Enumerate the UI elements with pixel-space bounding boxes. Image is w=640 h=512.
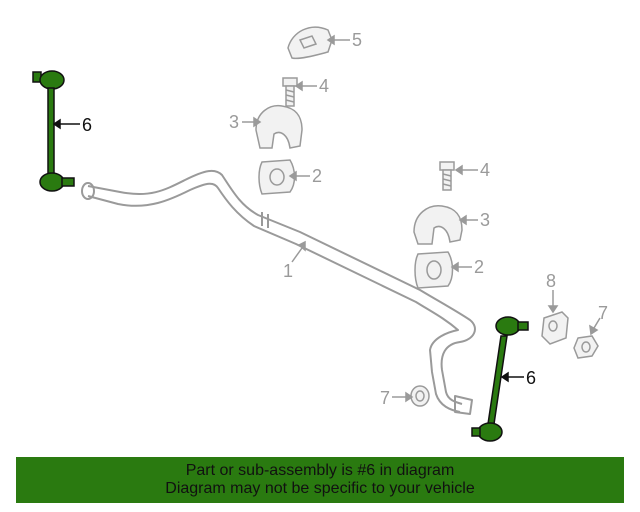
bolt-4b xyxy=(439,161,455,191)
bracket-8 xyxy=(541,311,569,345)
callout-2a: 2 xyxy=(312,166,323,186)
callout-3a: 3 xyxy=(229,112,240,132)
stabilizer-link-6a xyxy=(32,70,75,192)
banner-line-disclaimer: Diagram may not be specific to your vehi… xyxy=(165,480,475,497)
nut-7b xyxy=(410,385,430,407)
callout-2b: 2 xyxy=(474,257,485,277)
bushing-2b xyxy=(414,251,454,289)
parts-diagram xyxy=(32,26,601,442)
callout-4b: 4 xyxy=(480,160,491,180)
callout-1: 1 xyxy=(283,261,294,281)
leader-lines-highlight xyxy=(52,118,524,383)
info-banner: Part or sub-assembly is #6 in diagram Di… xyxy=(16,457,624,503)
callout-7a: 7 xyxy=(598,303,609,323)
stabilizer-link-6b xyxy=(471,316,529,442)
callout-5: 5 xyxy=(352,30,363,50)
callout-7b: 7 xyxy=(380,388,391,408)
bolt-4a xyxy=(282,77,298,107)
bushing-2a xyxy=(258,159,296,195)
callout-8: 8 xyxy=(546,271,557,291)
banner-line-part: Part or sub-assembly is #6 in diagram xyxy=(185,462,455,479)
callout-6a: 6 xyxy=(82,115,93,135)
bracket-3a xyxy=(255,104,303,149)
leader-lines xyxy=(242,34,601,403)
callout-6b: 6 xyxy=(526,368,537,388)
callout-3b: 3 xyxy=(480,210,491,230)
callout-4a: 4 xyxy=(319,76,330,96)
bracket-cap-5 xyxy=(287,26,333,60)
nut-7a xyxy=(573,335,599,359)
sway-bar xyxy=(81,169,476,415)
bracket-3b xyxy=(413,205,463,245)
